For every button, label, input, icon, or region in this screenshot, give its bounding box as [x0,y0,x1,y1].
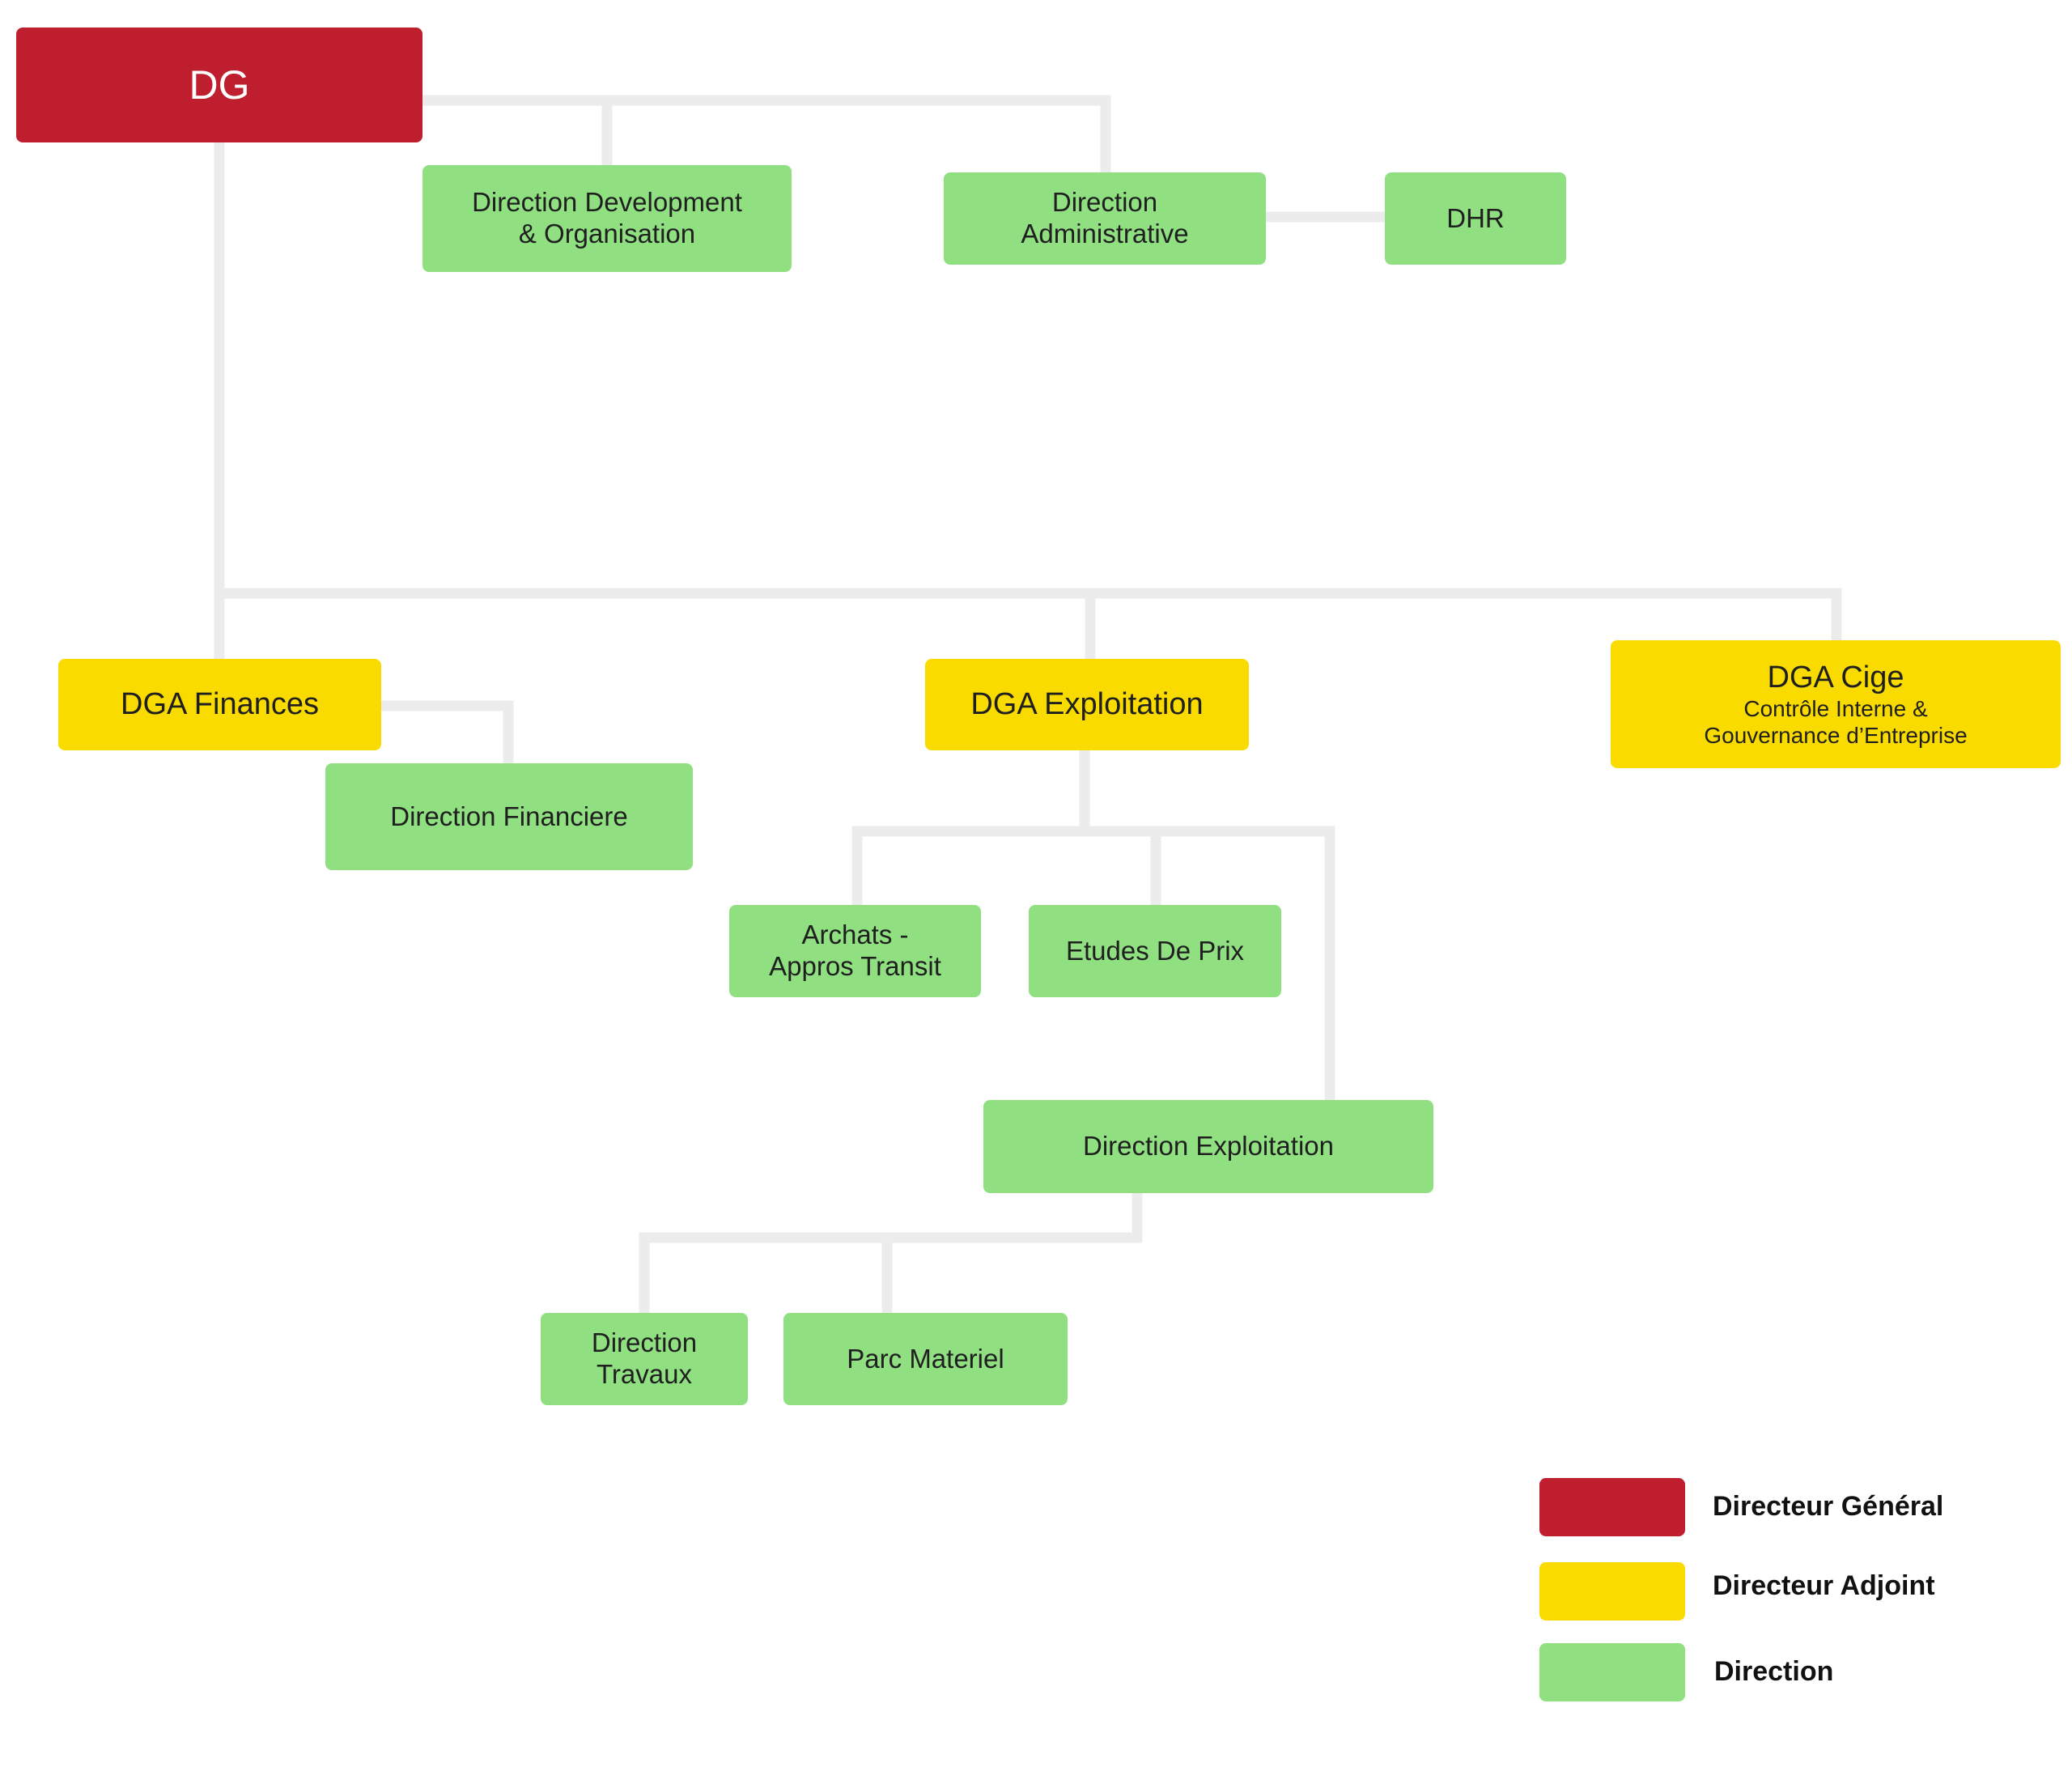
node-label-line: Administrative [1021,219,1189,248]
node-dhr: DHR [1385,172,1566,265]
node-direction-administrative: Direction Administrative [944,172,1266,265]
node-label-line: Direction [1051,187,1158,218]
node-etudes-de-prix: Etudes De Prix [1029,905,1281,997]
node-direction-development: Direction Development & Organisation [422,165,792,272]
node-label-line: Appros Transit [769,951,941,981]
legend-label-dg: Directeur Général [1713,1491,1944,1522]
node-dga-finances: DGA Finances [58,659,381,750]
node-etudes-label: Etudes De Prix [1065,935,1245,966]
node-parc-label: Parc Materiel [847,1343,1004,1374]
node-dga-exploitation: DGA Exploitation [925,659,1249,750]
node-direction-financiere: Direction Financiere [325,763,693,870]
node-direction-exploitation-label: Direction Exploitation [1083,1131,1334,1162]
node-label-line: Direction [591,1327,698,1358]
node-label-line: Contrôle Interne & [1743,696,1928,722]
legend-swatch-direction [1539,1643,1685,1701]
node-dhr-label: DHR [1446,202,1505,233]
legend-swatch-dg [1539,1478,1685,1536]
node-dga-exploitation-label: DGA Exploitation [970,687,1204,722]
node-parc-materiel: Parc Materiel [783,1313,1068,1405]
node-label-line: Archats - [801,920,909,950]
node-direction-travaux: Direction Travaux [541,1313,748,1405]
node-dg: DG [16,28,422,142]
node-label-line: Travaux [597,1359,692,1389]
node-label-line: Direction Development [472,187,742,218]
legend-swatch-adjoint [1539,1562,1685,1620]
node-dga-cige: DGA Cige Contrôle Interne & Gouvernance … [1611,640,2061,768]
node-dga-cige-title: DGA Cige [1767,660,1904,694]
node-direction-exploitation: Direction Exploitation [983,1100,1433,1193]
node-label-line: & Organisation [518,219,696,248]
legend-label-adjoint: Directeur Adjoint [1713,1570,1935,1601]
legend-label-direction: Direction [1714,1656,1834,1687]
node-dg-label: DG [189,62,250,108]
node-label-line: Gouvernance d’Entreprise [1704,723,1968,749]
node-dga-finances-label: DGA Finances [121,687,319,722]
node-archats-appros: Archats - Appros Transit [729,905,981,997]
node-direction-financiere-label: Direction Financiere [390,801,628,831]
